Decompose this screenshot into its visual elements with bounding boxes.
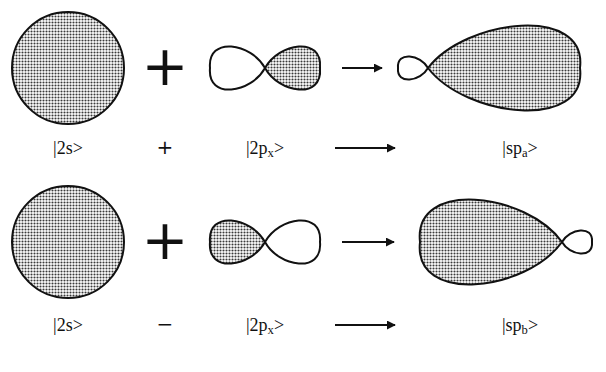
hybrid-lobe (420, 200, 562, 285)
operator-sign: + (142, 212, 189, 268)
p-lobe (265, 46, 320, 89)
operator-sign: + (157, 137, 174, 157)
ket-label: |2s> (53, 316, 83, 334)
reaction-arrow (335, 147, 395, 149)
ket-label: |2px> (246, 316, 284, 334)
operator-sign: − (157, 314, 174, 334)
hybrid-lobe (428, 26, 580, 111)
reaction-arrow (342, 67, 382, 69)
s-orbital (12, 186, 124, 298)
hybrid-lobe (562, 230, 592, 253)
s-orbital (12, 12, 124, 124)
ket-label: |spa> (502, 139, 537, 157)
operator-sign: + (142, 38, 189, 94)
ket-label: |2px> (246, 139, 284, 157)
p-lobe (265, 220, 320, 263)
ket-label: |2s> (53, 139, 83, 157)
ket-label: |spb> (502, 316, 538, 334)
reaction-arrow (335, 324, 395, 326)
p-lobe (210, 46, 265, 89)
reaction-arrow (342, 241, 394, 243)
p-lobe (210, 220, 265, 263)
hybrid-lobe (398, 56, 428, 79)
